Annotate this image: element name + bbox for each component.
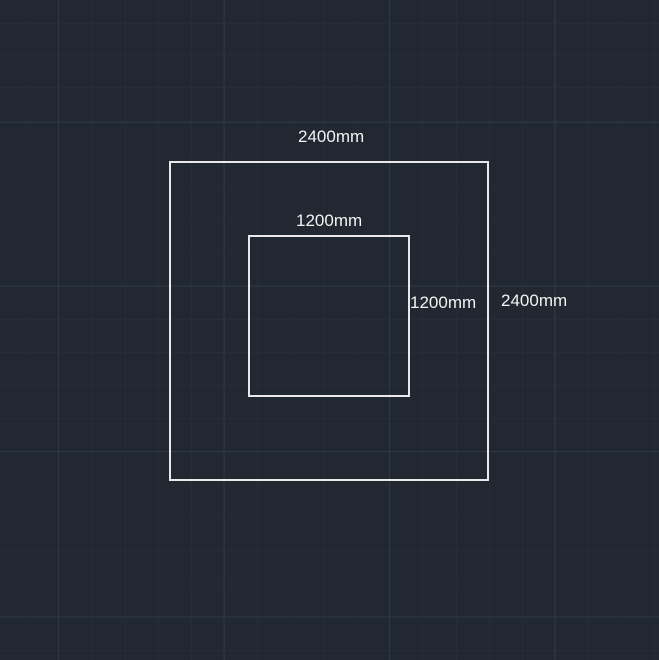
inner-square-width-label: 1200mm (296, 211, 363, 230)
outer-square-width-label: 2400mm (298, 127, 365, 146)
inner-square-height-label: 1200mm (410, 293, 477, 312)
inner-square[interactable] (248, 235, 410, 397)
outer-square[interactable] (169, 161, 489, 481)
outer-square-height-label: 2400mm (501, 291, 568, 310)
